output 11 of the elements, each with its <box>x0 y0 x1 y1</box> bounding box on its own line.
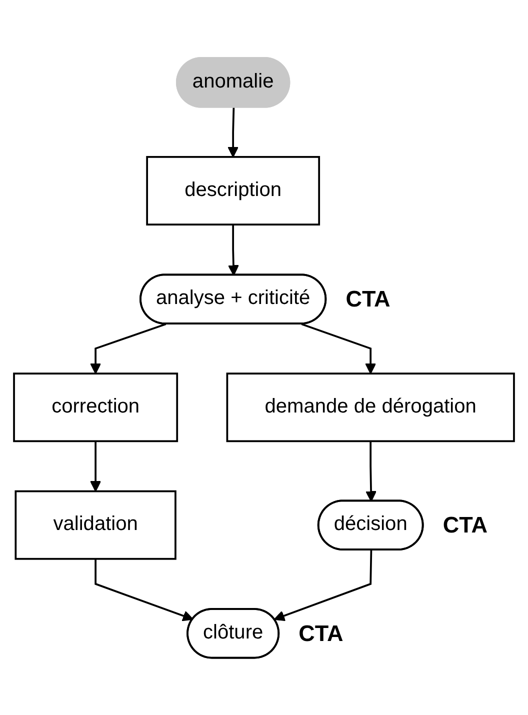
ellipse-node: décision <box>317 499 424 550</box>
ellipse-node: analyse + criticité <box>140 273 327 324</box>
process-box: validation <box>14 490 176 560</box>
beside-label: CTA <box>442 512 488 538</box>
process-box: description <box>146 156 320 226</box>
ellipse-node: clôture <box>186 608 280 658</box>
beside-label: CTA <box>298 620 344 646</box>
beside-label: CTA <box>346 286 390 312</box>
process-box: demande de dérogation <box>226 372 515 442</box>
process-box: correction <box>13 372 178 442</box>
ellipse-node: anomalie <box>176 56 290 108</box>
